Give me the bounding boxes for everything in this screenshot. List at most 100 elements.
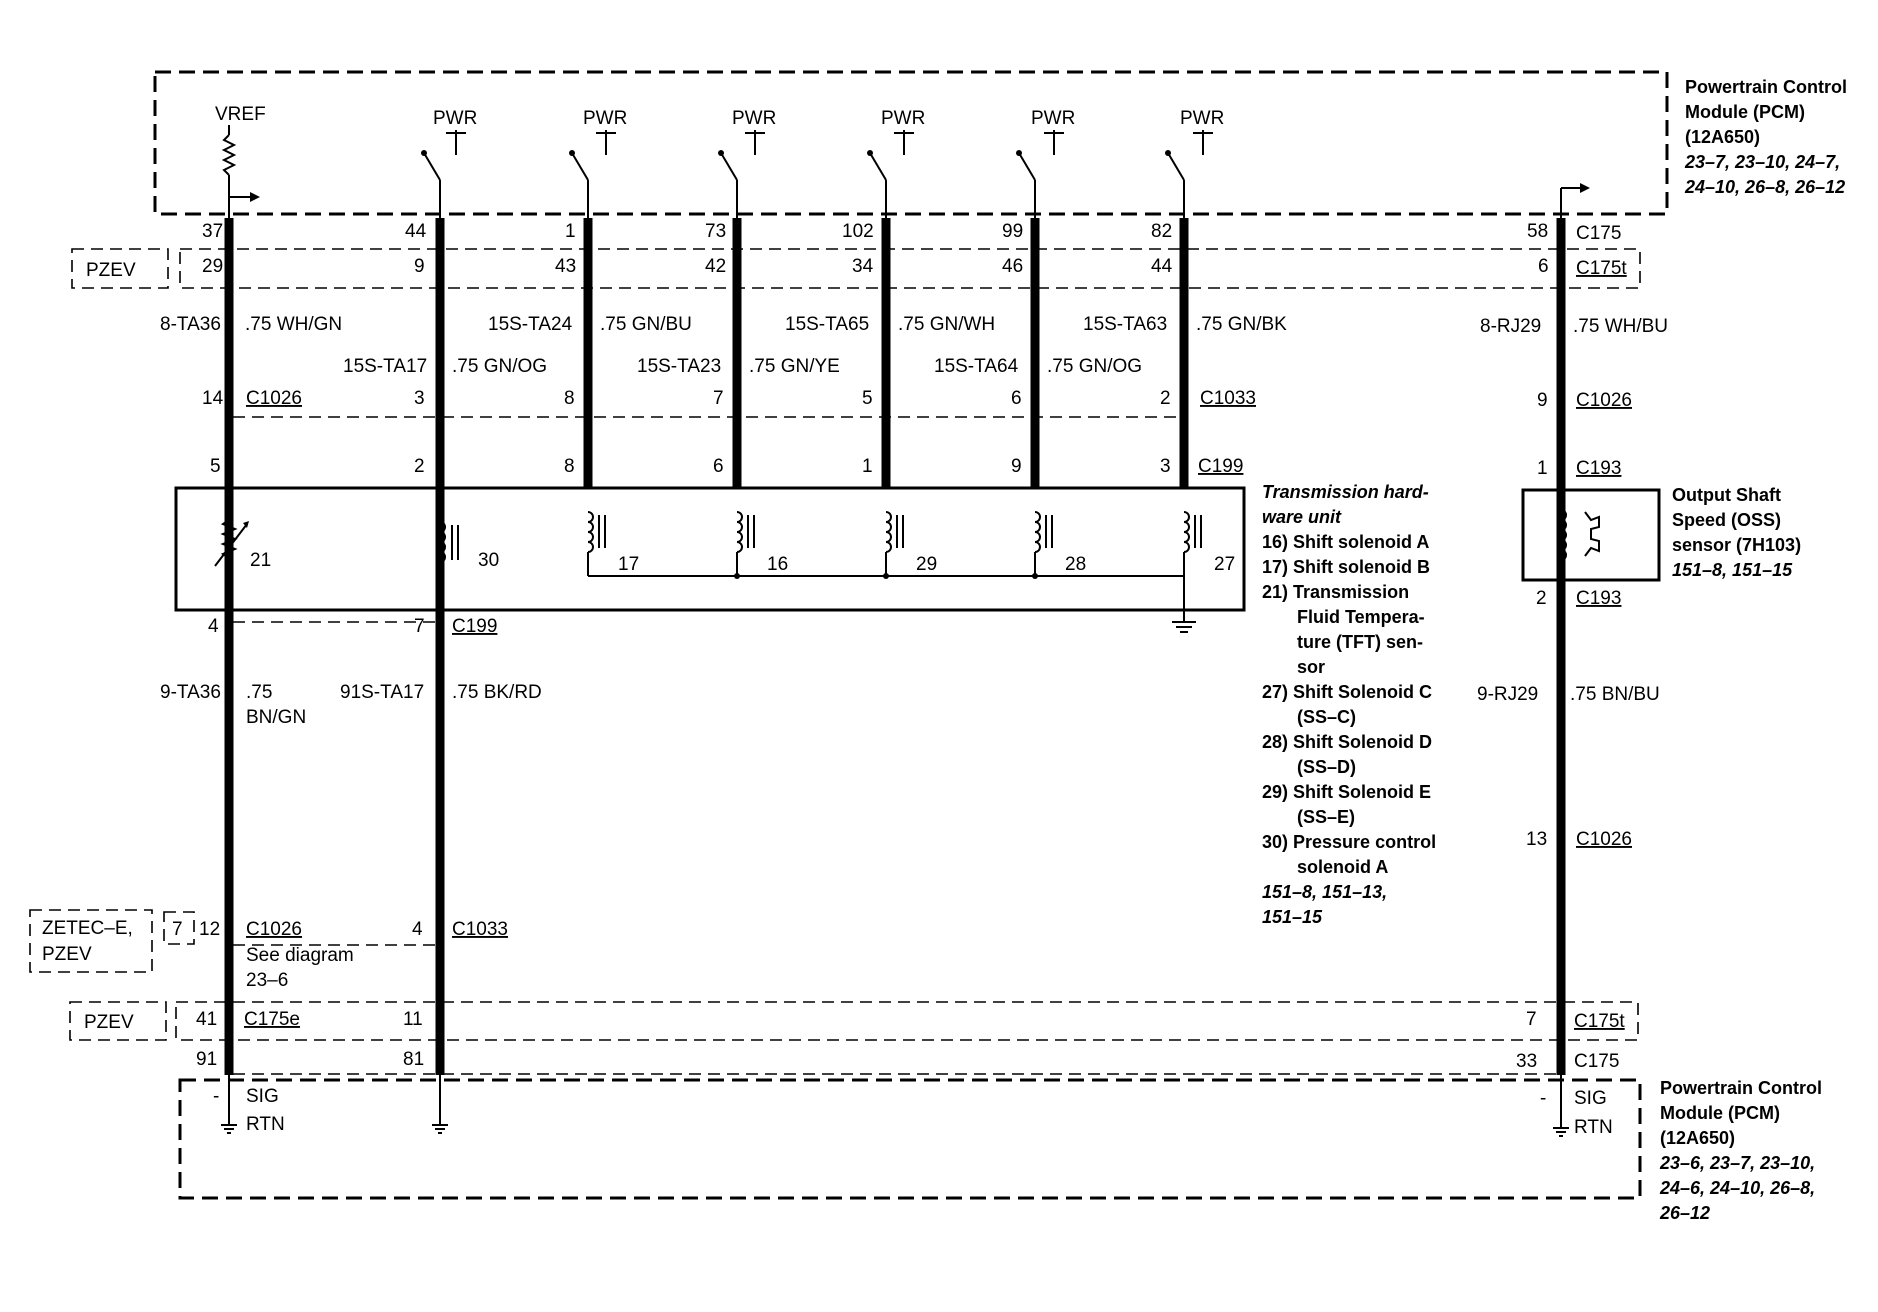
svg-text:99: 99 — [1002, 221, 1023, 242]
c175e-row: 41 C175e 11 7 C175t — [196, 1009, 1625, 1032]
svg-text:1: 1 — [565, 221, 576, 242]
shift-solenoid-d-icon — [1034, 511, 1053, 576]
svg-text:4: 4 — [208, 616, 219, 637]
svg-text:9-TA36: 9-TA36 — [160, 682, 221, 703]
pzev-top-row-box — [179, 248, 1641, 289]
svg-text:PWR: PWR — [1180, 108, 1224, 129]
shift-solenoid-c-icon — [1183, 511, 1202, 622]
shift-solenoid-e-icon — [885, 511, 904, 576]
pcm-bottom-box — [178, 1078, 1642, 1200]
svg-text:15S-TA63: 15S-TA63 — [1083, 314, 1167, 335]
svg-text:C1026: C1026 — [246, 919, 302, 940]
component-29: 29 — [916, 554, 937, 575]
top-pin-row: 37 44 1 73 102 99 82 58 C175 — [202, 221, 1621, 244]
svg-text:2: 2 — [1160, 388, 1171, 409]
svg-text:C199: C199 — [1198, 456, 1243, 477]
svg-text:Output Shaft: Output Shaft — [1672, 485, 1781, 505]
svg-text:81: 81 — [403, 1049, 424, 1070]
pwr-switch-4: PWR — [867, 108, 925, 218]
svg-text:Transmission hard-: Transmission hard- — [1262, 482, 1429, 502]
pwr-switch-1: PWR — [421, 108, 477, 218]
svg-text:5: 5 — [862, 388, 873, 409]
svg-text:.75 GN/OG: .75 GN/OG — [452, 356, 547, 377]
svg-text:8: 8 — [564, 456, 575, 477]
svg-text:.75: .75 — [246, 682, 272, 703]
svg-text:C175e: C175e — [244, 1009, 300, 1030]
svg-text:2: 2 — [1536, 588, 1547, 609]
svg-text:sor: sor — [1297, 657, 1325, 677]
svg-text:.75 GN/WH: .75 GN/WH — [898, 314, 995, 335]
component-21: 21 — [250, 550, 271, 571]
pzev-top-tag-box — [71, 248, 169, 289]
svg-text:7: 7 — [1526, 1009, 1537, 1030]
svg-text:58: 58 — [1527, 221, 1548, 242]
svg-text:44: 44 — [1151, 256, 1173, 277]
mid-pin-row: 14 C1026 3 8 7 5 6 2 C1033 9 C1026 — [202, 388, 1632, 411]
svg-text:7: 7 — [414, 616, 425, 637]
svg-text:.75 GN/OG: .75 GN/OG — [1047, 356, 1142, 377]
pzev-bottom-row-box — [175, 1001, 1639, 1041]
svg-text:23–6: 23–6 — [246, 970, 288, 991]
svg-text:.75 GN/BU: .75 GN/BU — [600, 314, 692, 335]
oss-c1026-pin: 13 — [1526, 829, 1547, 850]
svg-text:PWR: PWR — [1031, 108, 1075, 129]
svg-text:30) Pressure control: 30) Pressure control — [1262, 832, 1436, 852]
svg-text:1: 1 — [1537, 458, 1548, 479]
svg-text:8-RJ29: 8-RJ29 — [1480, 316, 1541, 337]
svg-text:3: 3 — [414, 388, 425, 409]
svg-text:solenoid A: solenoid A — [1297, 857, 1388, 877]
svg-text:16) Shift solenoid A: 16) Shift solenoid A — [1262, 532, 1429, 552]
svg-text:(12A650): (12A650) — [1685, 127, 1760, 147]
vref-label: VREF — [215, 104, 266, 125]
svg-text:C175: C175 — [1576, 223, 1621, 244]
svg-text:91S-TA17: 91S-TA17 — [340, 682, 424, 703]
svg-text:RTN: RTN — [246, 1114, 285, 1135]
pzev-bottom-tag: PZEV — [84, 1012, 134, 1033]
svg-text:Fluid Tempera-: Fluid Tempera- — [1297, 607, 1425, 627]
svg-text:C175t: C175t — [1574, 1011, 1625, 1032]
svg-text:C1033: C1033 — [452, 919, 508, 940]
svg-text:ZETEC–E,: ZETEC–E, — [42, 918, 133, 939]
wire-labels-lower: 9-TA36 .75 BN/GN 91S-TA17 .75 BK/RD 9-RJ… — [160, 682, 1660, 728]
svg-text:21) Transmission: 21) Transmission — [1262, 582, 1409, 602]
svg-text:PWR: PWR — [732, 108, 776, 129]
transmission-unit-legend: Transmission hard- ware unit 16) Shift s… — [1262, 482, 1436, 927]
svg-text:5: 5 — [210, 456, 221, 477]
svg-text:9: 9 — [414, 256, 425, 277]
tft-sensor-icon — [214, 519, 249, 567]
oss-c1026-label: C1026 — [1576, 829, 1632, 850]
svg-text:.75 GN/YE: .75 GN/YE — [749, 356, 840, 377]
svg-text:82: 82 — [1151, 221, 1172, 242]
svg-text:9-RJ29: 9-RJ29 — [1477, 684, 1538, 705]
c199-pin-row: 5 2 8 6 1 9 3 C199 1 C193 — [210, 456, 1621, 479]
svg-text:RTN: RTN — [1574, 1117, 1613, 1138]
svg-text:C1033: C1033 — [1200, 388, 1256, 409]
svg-text:34: 34 — [852, 256, 874, 277]
svg-text:(SS–D): (SS–D) — [1297, 757, 1356, 777]
pcm-top-box — [153, 70, 1669, 216]
oss-sensor-icon — [1560, 509, 1600, 561]
svg-text:28) Shift Solenoid D: 28) Shift Solenoid D — [1262, 732, 1432, 752]
svg-text:15S-TA65: 15S-TA65 — [785, 314, 869, 335]
pwr-switch-5: PWR — [1016, 108, 1075, 218]
pzev-pin-row: 29 9 43 42 34 46 44 6 C175t — [202, 256, 1627, 279]
svg-text:14: 14 — [202, 388, 224, 409]
svg-text:44: 44 — [405, 221, 427, 242]
lower-pin-row: 4 7 C199 2 C193 — [208, 588, 1621, 637]
vref-resistor — [221, 134, 237, 176]
svg-text:41: 41 — [196, 1009, 217, 1030]
svg-text:2: 2 — [414, 456, 425, 477]
oss-sensor-box — [1521, 488, 1661, 582]
bottom-pin-row: 91 81 33 C175 — [196, 1049, 1619, 1072]
svg-text:(SS–C): (SS–C) — [1297, 707, 1356, 727]
svg-text:151–8, 151–13,: 151–8, 151–13, — [1262, 882, 1387, 902]
svg-text:3: 3 — [1160, 456, 1171, 477]
svg-text:PWR: PWR — [583, 108, 627, 129]
pcm-top-title: Powertrain Control Module (PCM) (12A650)… — [1684, 77, 1847, 197]
svg-text:(12A650): (12A650) — [1660, 1128, 1735, 1148]
svg-text:.75 WH/BU: .75 WH/BU — [1573, 316, 1668, 337]
svg-text:26–12: 26–12 — [1659, 1203, 1710, 1223]
vref-arrow-icon — [250, 192, 260, 202]
component-30: 30 — [478, 550, 499, 571]
ground-icon — [1172, 621, 1196, 633]
